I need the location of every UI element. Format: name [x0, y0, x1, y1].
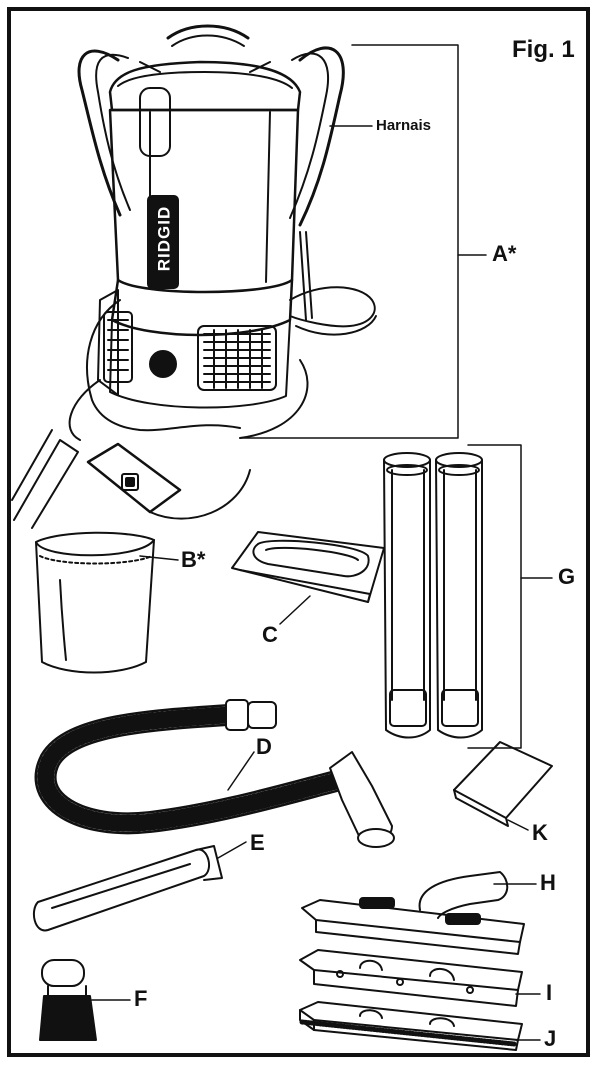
manual	[453, 741, 553, 827]
label-k: K	[532, 820, 548, 845]
label-a: A*	[492, 241, 517, 266]
brand-logo: RIDGID	[154, 205, 174, 272]
label-c: C	[262, 622, 278, 647]
label-h: H	[540, 870, 556, 895]
backpack-vacuum	[11, 24, 377, 529]
label-g: G	[558, 564, 576, 589]
label-i: I	[546, 980, 553, 1005]
label-j: J	[544, 1026, 557, 1051]
label-d: D	[256, 734, 272, 759]
brush-insert	[299, 1001, 523, 1051]
extension-tubes	[383, 452, 483, 739]
dust-brush	[39, 959, 97, 1041]
label-e: E	[250, 830, 265, 855]
floor-tool	[301, 871, 525, 955]
label-f: F	[134, 986, 148, 1011]
squeegee-insert	[299, 949, 523, 1007]
gasket	[231, 531, 385, 603]
filter-bag	[35, 531, 155, 674]
figure-label: Fig. 1	[512, 36, 575, 63]
crevice-tool	[32, 845, 223, 932]
label-b: B*	[181, 547, 206, 572]
hose	[34, 699, 395, 848]
label-harness: Harnais	[376, 117, 432, 134]
callout-line-a	[239, 44, 459, 439]
